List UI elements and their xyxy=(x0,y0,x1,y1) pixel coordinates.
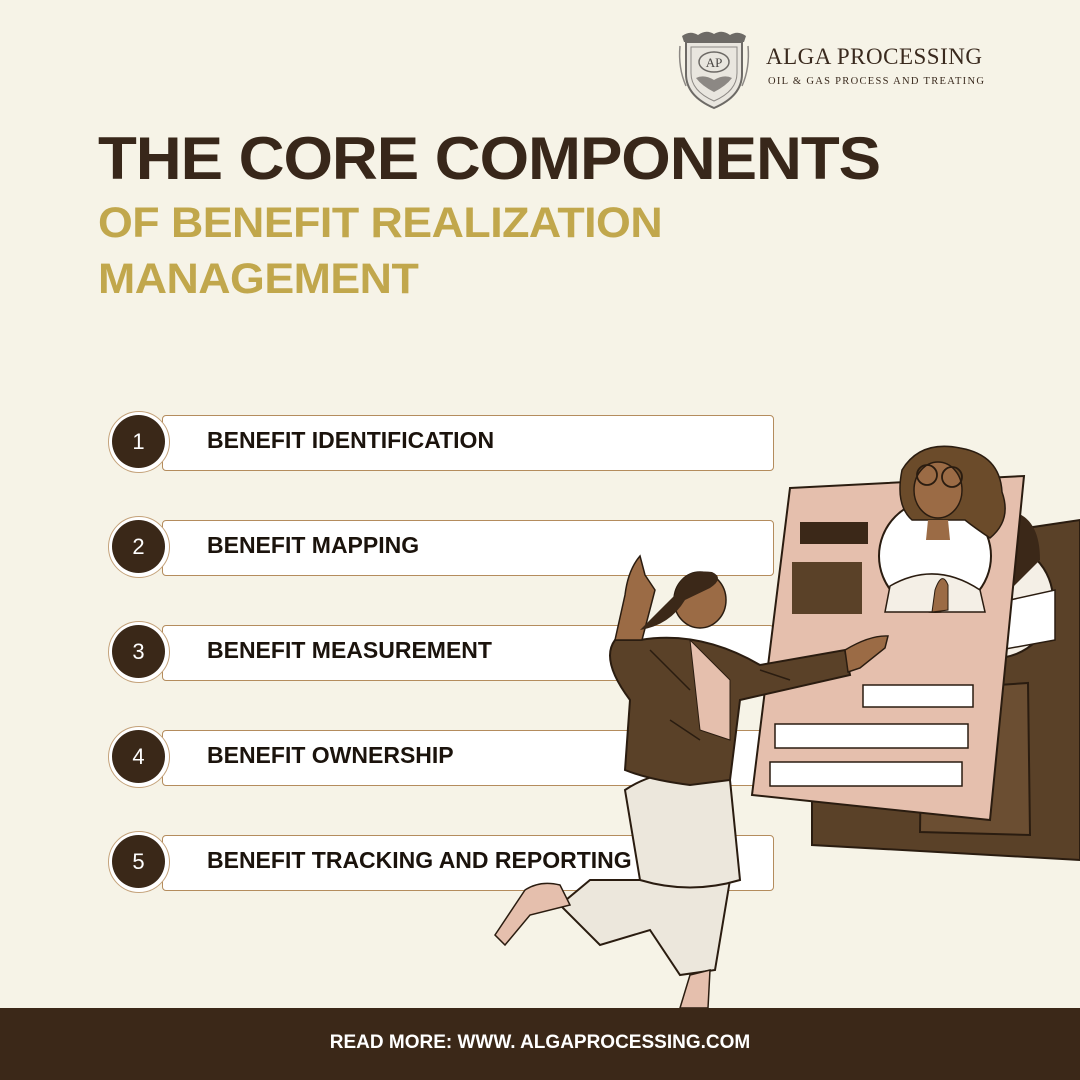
component-box xyxy=(162,415,774,471)
read-more-link[interactable]: READ MORE: WWW. ALGAPROCESSING.COM xyxy=(329,1032,751,1053)
component-label: BENEFIT IDENTIFICATION xyxy=(207,427,495,453)
crest-logo-icon: AP xyxy=(678,31,750,110)
crest-monogram: AP xyxy=(706,55,723,70)
number-badge-value: 1 xyxy=(112,415,165,468)
number-badge-value: 2 xyxy=(112,520,165,573)
component-label: BENEFIT TRACKING AND REPORTING xyxy=(207,847,632,873)
component-label: BENEFIT OWNERSHIP xyxy=(207,742,454,768)
number-badge-value: 4 xyxy=(112,730,165,783)
brand-tagline: OIL & GAS PROCESS AND TREATING xyxy=(768,76,986,87)
number-badge-value: 5 xyxy=(112,835,165,888)
number-badge: 4 xyxy=(108,726,170,788)
person-reaching-profile-card-illustration xyxy=(494,445,1080,1009)
component-label: BENEFIT MAPPING xyxy=(207,532,420,558)
headline-primary: THE CORE COMPONENTS xyxy=(98,125,881,192)
number-badge: 5 xyxy=(108,831,170,893)
brand-logo: AP ALGA PROCESSING OIL & GAS PROCESS AND… xyxy=(676,28,1016,112)
number-badge: 3 xyxy=(108,621,170,683)
component-item-2: 2 BENEFIT MAPPING xyxy=(108,516,776,580)
brand-name: ALGA PROCESSING xyxy=(766,44,983,69)
component-box xyxy=(162,520,774,576)
footer-bar: READ MORE: WWW. ALGAPROCESSING.COM xyxy=(0,1008,1080,1080)
component-label: BENEFIT MEASUREMENT xyxy=(207,637,492,663)
number-badge: 1 xyxy=(108,411,170,473)
number-badge: 2 xyxy=(108,516,170,578)
headline-secondary: OF BENEFIT REALIZATION MANAGEMENT xyxy=(98,199,663,303)
number-badge-value: 3 xyxy=(112,625,165,678)
component-item-1: 1 BENEFIT IDENTIFICATION xyxy=(108,411,776,475)
